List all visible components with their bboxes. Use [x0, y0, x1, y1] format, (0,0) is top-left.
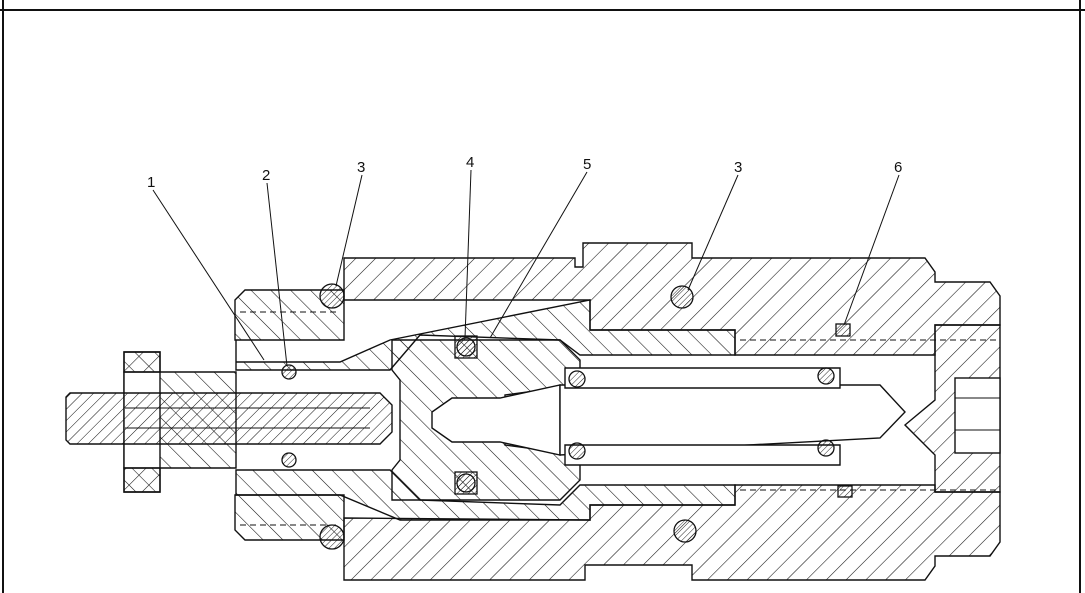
o-ring-3-left-top: [319, 283, 345, 309]
poppet: [391, 339, 581, 501]
adjusting-stem: [65, 392, 393, 445]
callout-6: 6: [894, 159, 902, 176]
callout-2: 2: [262, 167, 270, 184]
o-ring-3-right-bottom: [673, 519, 697, 543]
callout-3-left: 3: [357, 159, 365, 176]
end-plug: [903, 324, 1001, 493]
o-ring-2-top: [281, 364, 297, 380]
o-ring-3-right-top: [670, 285, 694, 309]
spool-rod: [559, 367, 906, 466]
seals: [281, 283, 853, 550]
seal-6-bottom: [837, 485, 853, 498]
seal-6-top: [835, 323, 851, 337]
callout-labels: 1 2 3 4 5 3 6: [147, 154, 902, 191]
o-ring-2-bottom: [281, 452, 297, 468]
callout-3-right: 3: [734, 159, 742, 176]
callout-4: 4: [466, 154, 474, 171]
o-ring-3-left-bottom: [319, 524, 345, 550]
callout-5: 5: [583, 156, 591, 173]
leader-lines: [152, 169, 900, 367]
callout-1: 1: [147, 174, 155, 191]
